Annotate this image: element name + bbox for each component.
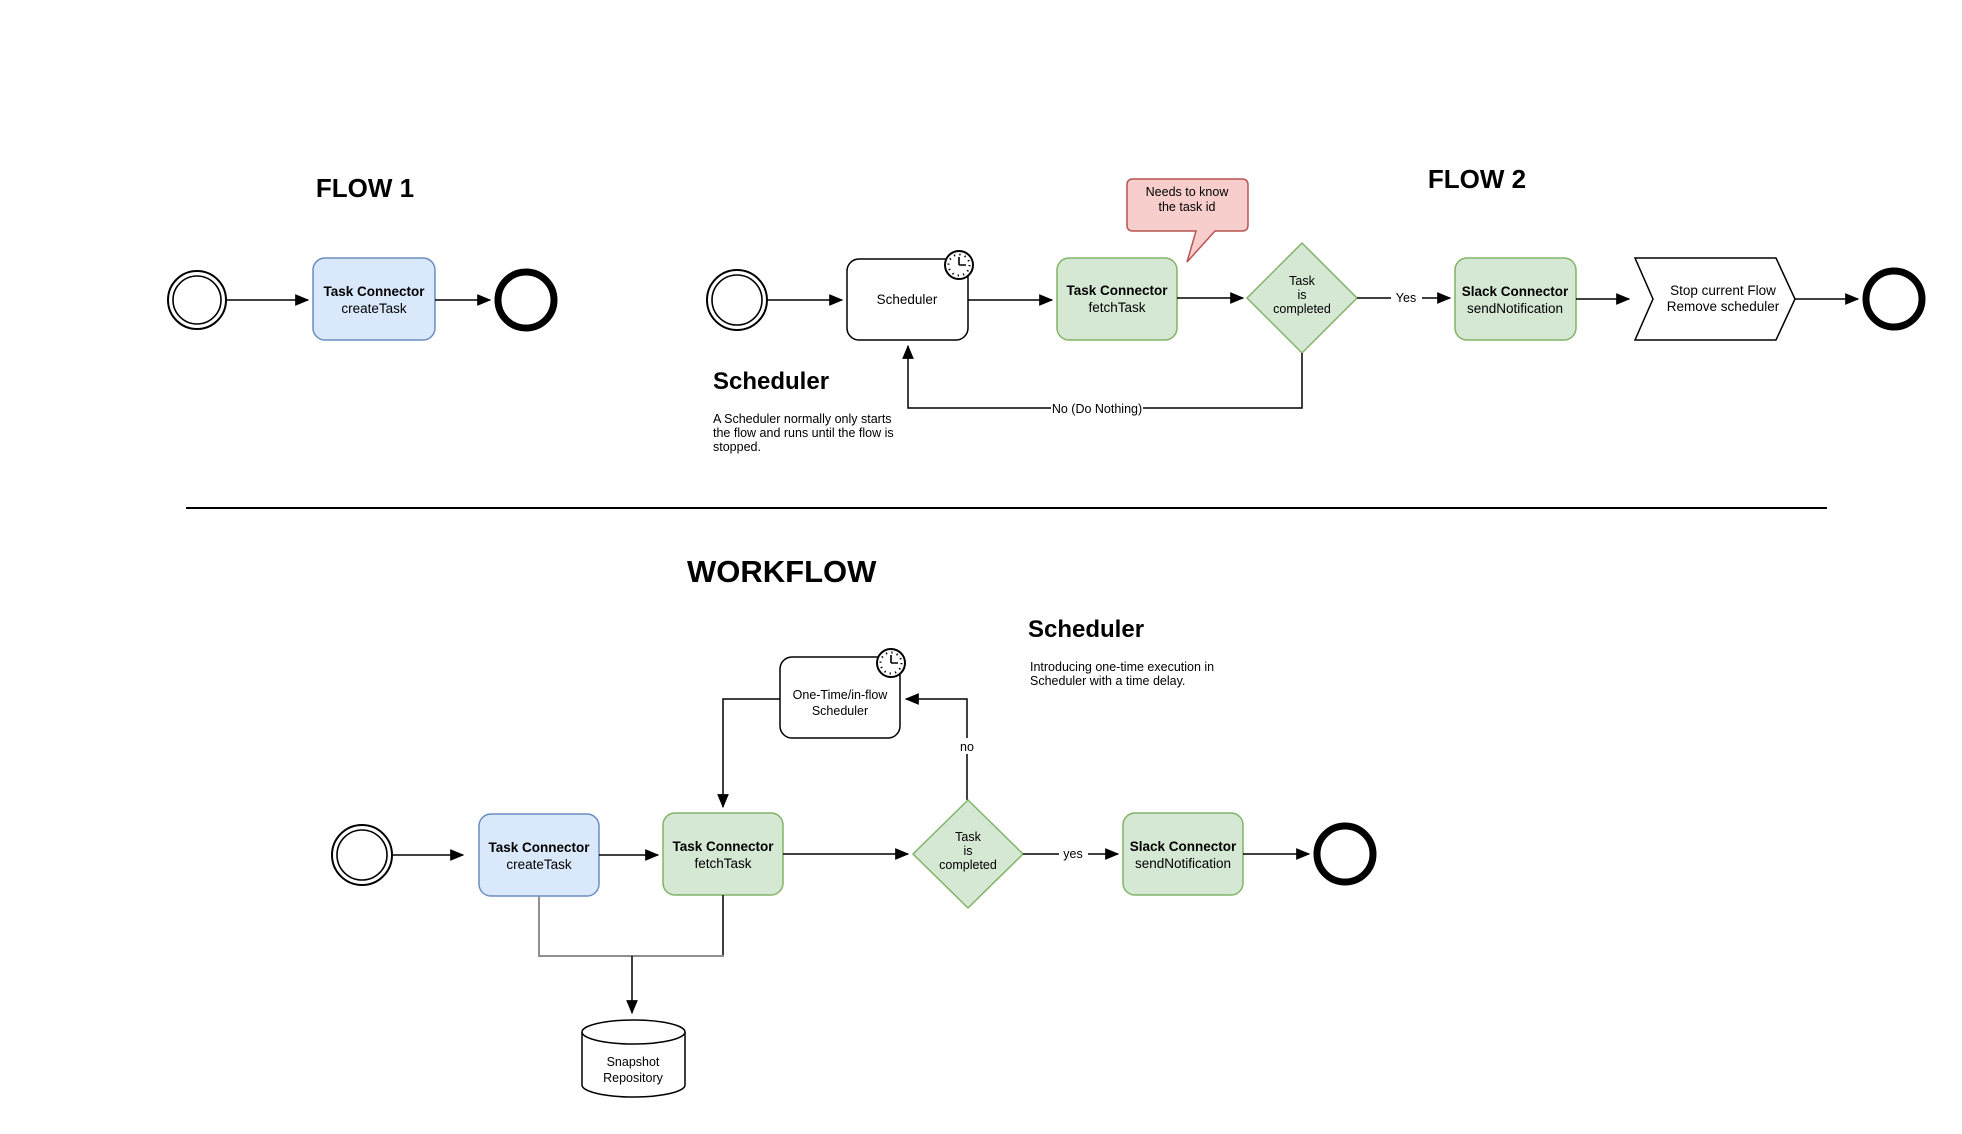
task-node-title: Task Connector — [1066, 283, 1168, 298]
decision-line1: Task — [955, 830, 981, 844]
label-mask — [1391, 289, 1422, 304]
no-loop-connector — [902, 344, 1303, 409]
cylinder-body — [581, 1032, 686, 1098]
task-node-box — [478, 813, 600, 897]
workflow-title: WORKFLOW — [687, 554, 877, 589]
scheduler-to-fetch-connector — [717, 698, 780, 809]
scheduler-node-label: Scheduler — [877, 292, 938, 307]
flow2-note-line3: stopped. — [713, 440, 761, 454]
clock-icon — [944, 250, 974, 280]
decision-line2: is — [1297, 288, 1306, 302]
scheduler-node-line1: One-Time/in-flow — [793, 688, 889, 702]
repository-line1: Snapshot — [607, 1055, 660, 1069]
task-node-box — [312, 257, 436, 341]
workflow-end-event — [1313, 822, 1377, 886]
one-time-scheduler-node: One-Time/in-flow Scheduler — [779, 648, 906, 739]
decision-line1: Task — [1289, 274, 1315, 288]
workflow-note-line1: Introducing one-time execution in — [1030, 660, 1214, 674]
workflow-fetch-task-node: Task Connector fetchTask — [662, 812, 784, 896]
flow2-decision-gateway: Task is completed — [1245, 241, 1359, 355]
task-node-action: fetchTask — [694, 856, 751, 871]
task-node-box — [1454, 257, 1577, 341]
task-node-title: Task Connector — [323, 284, 425, 299]
task-node-title: Task Connector — [672, 839, 774, 854]
task-node-action: sendNotification — [1467, 301, 1563, 316]
task-node-action: sendNotification — [1135, 856, 1231, 871]
task-node-box — [662, 812, 784, 896]
flow2-note-heading: Scheduler — [713, 368, 829, 395]
scheduler-node-line2: Scheduler — [812, 704, 868, 718]
step-line1: Stop current Flow — [1670, 283, 1776, 298]
task-node-action: createTask — [506, 857, 572, 872]
start-event-inner-circle — [172, 275, 222, 325]
flow1-end-event — [494, 268, 558, 332]
decision-line2: is — [963, 844, 972, 858]
scheduler-node-box — [779, 656, 901, 739]
flow2-scheduler-node: Scheduler — [846, 250, 974, 341]
flow1-title: FLOW 1 — [316, 173, 414, 203]
flow2-fetch-task-node: Task Connector fetchTask — [1056, 257, 1178, 341]
no-label: No (Do Nothing) — [1052, 402, 1142, 416]
flow2-note-line2: the flow and runs until the flow is — [713, 426, 894, 440]
step-shape — [1633, 257, 1796, 341]
flow1-section: FLOW 1 Task Connector createTask — [167, 173, 558, 341]
flow1-start-event — [167, 270, 227, 330]
repository-line2: Repository — [603, 1071, 663, 1085]
workflow-section: WORKFLOW Scheduler Introducing one-time … — [331, 554, 1377, 1098]
workflow-start-event — [331, 824, 393, 886]
yes-label: yes — [1063, 847, 1082, 861]
callout-bubble — [1126, 178, 1249, 263]
snapshot-repository-datastore: Snapshot Repository — [581, 1019, 686, 1098]
decision-line3: completed — [939, 858, 997, 872]
cylinder-top — [581, 1019, 686, 1045]
yes-label: Yes — [1396, 291, 1416, 305]
start-event-inner-circle — [336, 829, 388, 881]
workflow-note-line2: Scheduler with a time delay. — [1030, 674, 1185, 688]
stop-flow-step: Stop current Flow Remove scheduler — [1633, 257, 1796, 341]
task-node-title: Slack Connector — [1462, 284, 1569, 299]
flow2-start-event — [706, 269, 768, 331]
step-line2: Remove scheduler — [1667, 299, 1780, 314]
task-node-box — [1122, 812, 1244, 896]
callout-line1: Needs to know — [1146, 185, 1230, 199]
flow2-note-line1: A Scheduler normally only starts — [713, 412, 892, 426]
task-node-action: createTask — [341, 301, 407, 316]
clock-icon — [876, 648, 906, 678]
flow1-create-task-node: Task Connector createTask — [312, 257, 436, 341]
flow2-slack-node: Slack Connector sendNotification — [1454, 257, 1577, 341]
task-id-callout: Needs to know the task id — [1126, 178, 1249, 263]
label-mask — [1059, 845, 1088, 860]
flow2-end-event — [1862, 267, 1926, 331]
no-label: no — [960, 740, 974, 754]
decision-line3: completed — [1273, 302, 1331, 316]
label-mask — [955, 738, 979, 754]
flow2-section: FLOW 2 Scheduler Task Connector fetchTas… — [706, 164, 1926, 454]
task-node-action: fetchTask — [1088, 300, 1145, 315]
no-loop-connector — [904, 693, 968, 800]
workflow-create-task-node: Task Connector createTask — [478, 813, 600, 897]
task-node-box — [1056, 257, 1178, 341]
workflow-note-heading: Scheduler — [1028, 616, 1144, 643]
workflow-slack-node: Slack Connector sendNotification — [1122, 812, 1244, 896]
workflow-decision-gateway: Task is completed — [911, 798, 1025, 910]
flow2-title: FLOW 2 — [1428, 164, 1526, 194]
callout-line2: the task id — [1159, 200, 1216, 214]
start-event-inner-circle — [711, 274, 763, 326]
task-node-title: Task Connector — [488, 840, 590, 855]
task-node-title: Slack Connector — [1130, 839, 1237, 854]
label-mask — [1051, 401, 1143, 416]
